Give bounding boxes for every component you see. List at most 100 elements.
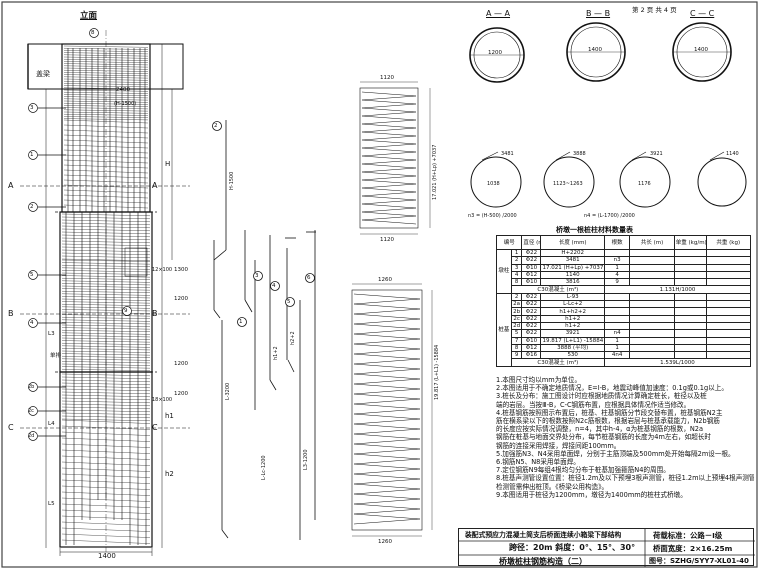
elev-bar-9: 9 [124,308,128,314]
table-cell: 8 [510,343,523,353]
dim-2400: 2400 [116,87,130,93]
page-info: 第 2 页 共 4 页 [632,6,677,14]
table-cell-empty [705,248,751,258]
table-cell-empty [673,300,707,309]
note-line: 9.本图适用于桩径为1200mm，墩径为1400mm的桩柱式桥墩。 [496,490,687,499]
section-b [566,22,626,82]
table-cell: 4 [510,270,523,280]
title-width: 桥面宽度：2×16.25m [653,544,733,553]
table-cell: L-93 [540,292,605,302]
concrete-value: 1.539L/1000 [603,358,752,367]
note-line: 6.钢筋N5、N8采用单面焊。 [496,458,580,467]
table-cell: H+2202 [540,248,605,258]
note-line: 7.定位钢筋N9每组4根均匀分布于桩基加强箍筋N4的周围。 [496,466,670,475]
title-block: 装配式预应力混凝土简支后桥面连续小箱梁下部结构 跨径：20m 斜度：0°、15°… [458,528,755,567]
table-cell-empty [673,270,707,280]
detail-bubble-7: 6 [307,275,311,281]
dim-l5: L5 [48,501,55,507]
dim-1300: 1300 [174,267,188,273]
section-c [672,22,732,82]
elev-bar-4: 4 [30,320,34,326]
table-cell [629,292,675,302]
table-cell: Φ10 [521,278,542,287]
dim-h1: h1 [165,412,174,420]
detail-bubble-3: 2 [214,123,218,129]
table-cell: 4 [603,270,631,280]
elev-note-h1500: (H-1500) [114,101,137,107]
table-cell-empty [673,351,707,360]
section-mark-b-left: B [8,309,14,318]
section-mark-b-right: B [152,309,158,318]
table-cell-empty [705,321,751,331]
title-drawing-no: 图号：SZHG/SYY7-XL01-40 [649,557,749,565]
note-line: 检测管需伸出桩顶。《桥梁公用构造》。 [496,482,609,491]
dim-l3: L3 [48,331,55,337]
title-load: 荷载标准：公路－Ⅰ级 [653,531,723,540]
table-cell [629,351,675,360]
dim-1200-a: 1200 [174,296,188,302]
section-views [469,22,747,208]
hoop-1-len: 3481 [501,151,514,157]
table-cell: 530 [540,351,605,360]
note-line: 5.加强筋N3、N4采用单面焊，分别于主筋顶端及500mm处开始每隔2m设一根。 [496,449,735,458]
note-line: 筋在横系梁以下的根数按照N2c筋根数，根据岩层与桩基承载能力，N2b钢筋 [496,417,720,426]
section-mark-a-left: A [8,181,14,190]
section-a-title: A — A [486,9,511,18]
table-cell: Φ12 [521,343,542,353]
spiral-low-dim: 1260 [378,277,392,283]
hoop-2-dia: 1123~1263 [553,181,583,187]
table-cell: 1 [510,248,523,258]
note-line: 钢筋的连接采用焊接，焊接间距100mm。 [496,441,621,450]
table-cell: 1140 [540,270,605,280]
table-cell [629,343,675,353]
hoop-4-len: 1140 [726,151,739,157]
table-cell [629,336,675,345]
section-b-dim: 1400 [588,47,602,53]
hoop-note-n3: n3 = (H-500) /2000 [468,213,517,219]
table-cell-empty [705,329,751,338]
note-line: 端的岩层。当按Ⅲ-B，C-C钢筋布置，应根据具体情况作适当修改。 [496,400,691,409]
concrete-value: 1.131H/1000 [603,285,752,294]
table-cell: 2 [510,292,523,302]
material-quantity-table: 编号 直径 (mm) 长度 (mm) 根数 共长 (m) 单重 (kg/m) 共… [495,235,752,367]
table-cell: Φ10 [521,336,542,345]
table-cell: 9 [603,278,631,287]
table-cell-empty [705,343,751,353]
table-cell-empty [705,300,751,309]
detail-bubble-4: 3 [255,273,259,279]
table-cell-empty [705,278,751,287]
table-cell [629,321,675,331]
table-cell: Φ22 [521,292,542,302]
spiral-low-dim-bottom: 1260 [378,539,392,545]
table-cell [603,321,631,331]
table-concrete-row: C30混凝土 (m³)1.539L/1000 [497,358,752,367]
table-cell: Φ16 [521,351,542,360]
elev-note-single: 单排 [50,353,62,359]
elev-bar-8: 8 [91,30,95,36]
table-cell-empty [673,256,707,265]
elev-bar-5: 5 [30,272,34,278]
table-cell: h1+h2+2 [540,307,605,316]
table-cell [629,314,675,323]
table-cell [603,292,631,302]
table-cell: 2b [510,307,523,316]
concrete-label: C30混凝土 (m³) [510,285,605,294]
table-cell: 19.817 (L+L1) -15884 [540,336,605,345]
table-cell: Φ22 [521,248,542,258]
table-cell [629,270,675,280]
dim-1200-b: 1200 [174,361,188,367]
table-header-cell: 直径 (mm) [521,235,542,250]
table-cell: h1+2 [540,314,605,323]
table-cell: 4n4 [603,351,631,360]
section-mark-c-left: C [8,423,14,432]
